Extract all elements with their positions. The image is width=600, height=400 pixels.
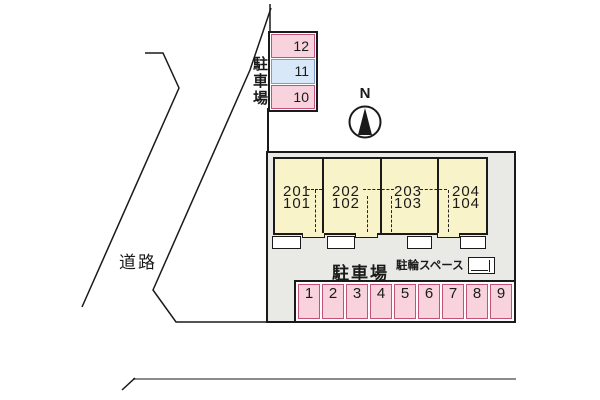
unit-label-204-104: 204 104: [452, 183, 481, 212]
unit-202: 202: [332, 183, 361, 200]
unit-label-202-102: 202 102: [332, 183, 361, 212]
parking-space-8: 8: [466, 284, 488, 319]
unit-103: 103: [394, 195, 423, 212]
bicycle-rack-icon: [468, 257, 495, 274]
unit-label-203-103: 203 103: [394, 183, 423, 212]
bicycle-rack-line: [471, 269, 488, 271]
parking-space-4: 4: [370, 284, 392, 319]
entry-path-dashed: [367, 196, 369, 232]
unit-divider: [380, 159, 382, 233]
bicycle-space-label: 駐輪スペース: [396, 260, 464, 272]
road-left-line: [81, 52, 180, 308]
parking-space-12: 12: [271, 34, 315, 59]
south-parcel-tick: [121, 377, 136, 391]
lower-parking-row: 1 2 3 4 5 6 7 8 9: [294, 280, 516, 323]
entry-path-dashed: [448, 190, 450, 232]
unit-204: 204: [452, 183, 481, 200]
parking-space-1: 1: [298, 284, 320, 319]
parking-space-5: 5: [394, 284, 416, 319]
upper-parking-table: 12 11 10: [268, 31, 318, 112]
road-label: 道路: [119, 253, 157, 272]
entry-path-dashed: [420, 189, 447, 191]
parking-space-7: 7: [442, 284, 464, 319]
road-right-line: [152, 7, 272, 323]
wall-tab: [437, 233, 460, 238]
parking-space-3: 3: [346, 284, 368, 319]
entry-path-dashed: [307, 189, 322, 191]
north-label: N: [359, 85, 371, 102]
entry-path-dashed: [391, 196, 393, 232]
unit-label-201-101: 201 101: [283, 183, 312, 212]
wall-tab: [355, 233, 378, 238]
unit-divider: [437, 159, 439, 233]
parking-space-10: 10: [271, 84, 315, 109]
unit-101: 101: [283, 195, 312, 212]
parking-space-6: 6: [418, 284, 440, 319]
upper-parking-label: 駐車場: [251, 56, 268, 107]
entrance-step: [407, 236, 432, 249]
unit-104: 104: [452, 195, 481, 212]
unit-divider: [322, 159, 324, 233]
lower-parking-label: 駐車場: [332, 264, 389, 283]
wall-tab: [302, 233, 325, 238]
entry-path-dashed: [363, 189, 394, 191]
parking-space-9: 9: [490, 284, 512, 319]
entrance-step: [327, 236, 355, 249]
entrance-step: [272, 236, 301, 249]
parking-space-2: 2: [322, 284, 344, 319]
bicycle-rack-line: [488, 260, 490, 272]
entrance-step: [460, 236, 486, 249]
unit-201: 201: [283, 183, 312, 200]
entry-path-dashed: [315, 190, 317, 232]
parking-space-11: 11: [271, 59, 315, 84]
unit-203: 203: [394, 183, 423, 200]
unit-102: 102: [332, 195, 361, 212]
compass-needle-icon: [358, 108, 372, 135]
